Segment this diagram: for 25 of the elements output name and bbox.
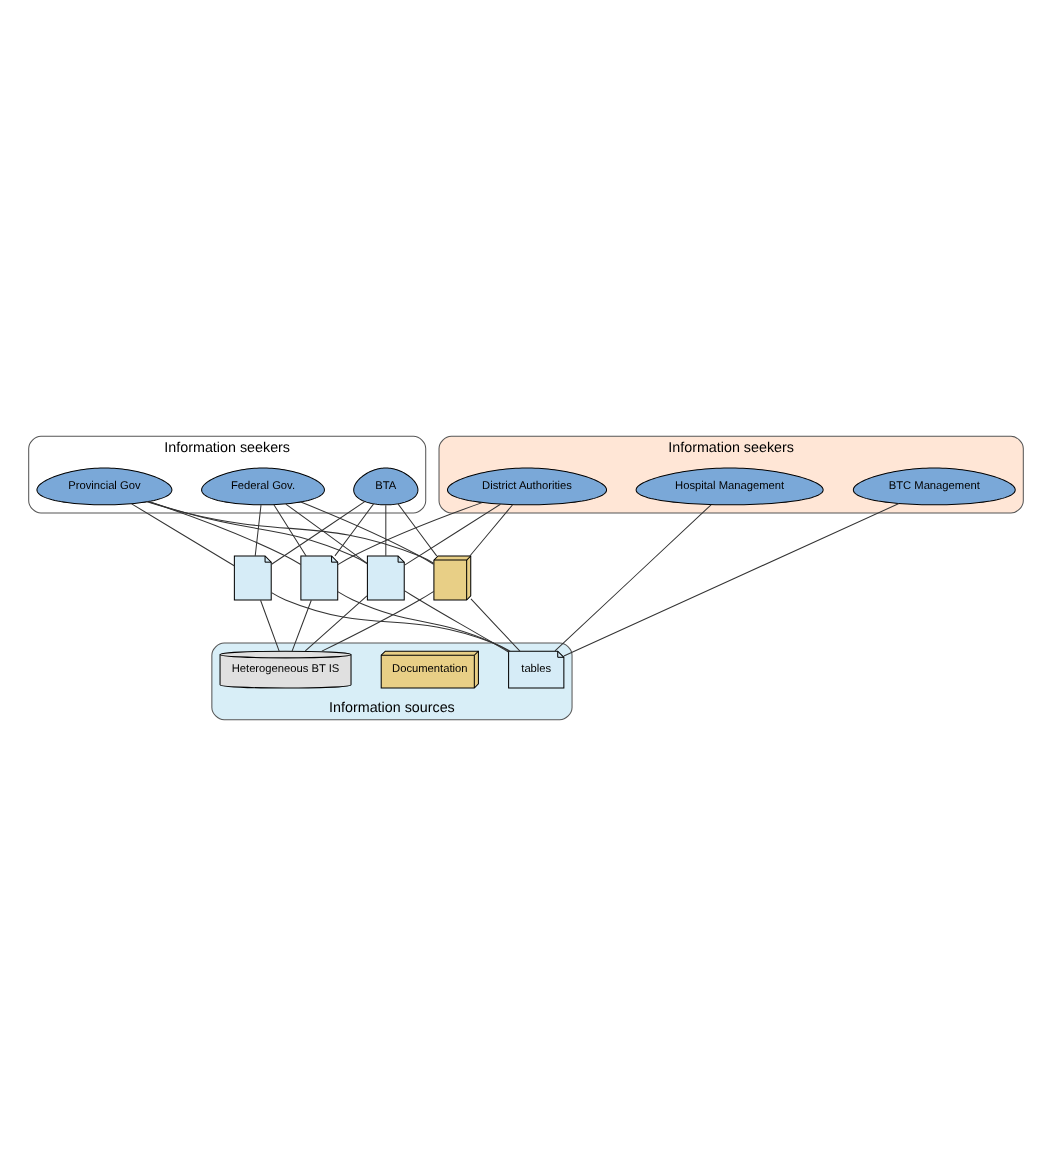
connector bbox=[385, 503, 387, 556]
connector bbox=[334, 502, 375, 556]
connector bbox=[273, 503, 307, 556]
connector bbox=[563, 502, 900, 656]
connector bbox=[337, 501, 483, 565]
connector bbox=[291, 598, 312, 651]
connector bbox=[404, 502, 501, 565]
connector bbox=[469, 503, 514, 556]
connector bbox=[321, 589, 435, 651]
connector bbox=[271, 591, 511, 651]
connector bbox=[271, 500, 366, 564]
connector bbox=[304, 594, 368, 651]
connector bbox=[146, 500, 435, 563]
connector bbox=[285, 502, 368, 563]
connector bbox=[131, 502, 235, 566]
connector bbox=[147, 500, 368, 564]
connector bbox=[397, 502, 438, 556]
connector bbox=[470, 597, 521, 651]
connector bbox=[337, 590, 510, 651]
connector bbox=[148, 500, 302, 565]
connector bbox=[554, 503, 712, 651]
connector bbox=[403, 589, 509, 652]
connector bbox=[300, 500, 435, 564]
connector bbox=[254, 503, 262, 556]
connector bbox=[260, 598, 280, 651]
